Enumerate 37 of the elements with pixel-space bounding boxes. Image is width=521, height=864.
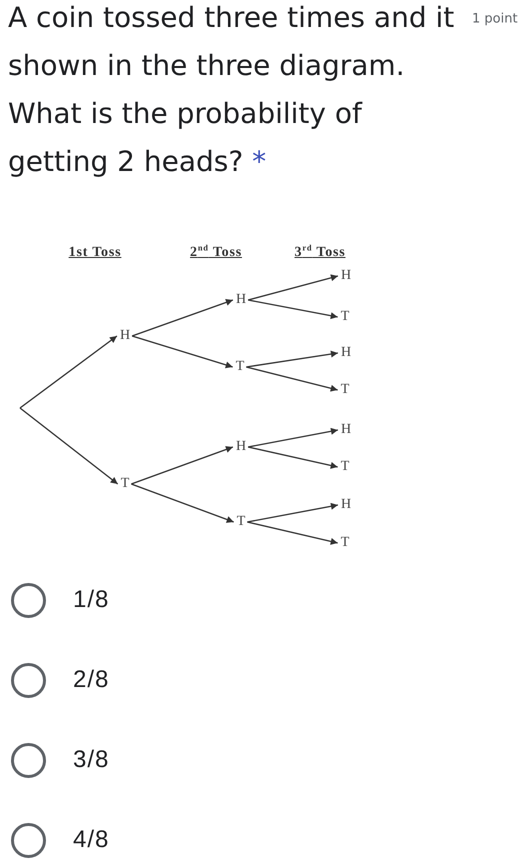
points-value: 1 point bbox=[472, 12, 518, 26]
question-text: A coin tossed three times and it shown in the three diagram. What is the probability of getting 2 heads? * bbox=[8, 1, 454, 178]
arrow bbox=[20, 335, 118, 409]
answer-option: 3/8 bbox=[73, 748, 110, 772]
arrow bbox=[248, 446, 338, 469]
arrow bbox=[247, 502, 338, 523]
outcome-letter: H bbox=[340, 423, 352, 437]
outcome-letter: T bbox=[236, 515, 246, 529]
arrow bbox=[20, 407, 118, 485]
answer-option: 1/8 bbox=[73, 588, 110, 612]
outcome-letter: H bbox=[340, 269, 352, 283]
arrow bbox=[248, 428, 338, 448]
arrow bbox=[247, 521, 338, 545]
arrow bbox=[246, 350, 338, 368]
outcome-letter: H bbox=[340, 498, 352, 512]
outcome-letter: T bbox=[120, 477, 130, 491]
arrow bbox=[131, 483, 234, 523]
arrow bbox=[132, 335, 233, 368]
arrow bbox=[248, 299, 338, 320]
column-heading: 2$^{nd}$ Toss bbox=[190, 246, 242, 260]
outcome-letter: T bbox=[340, 536, 350, 550]
arrow bbox=[132, 299, 234, 337]
outcome-letter: H bbox=[120, 329, 130, 343]
column-heading: 1st Toss bbox=[68, 246, 122, 260]
outcome-letter: T bbox=[340, 460, 350, 474]
arrow bbox=[246, 366, 338, 392]
arrow bbox=[131, 446, 234, 485]
answer-option: 2/8 bbox=[73, 668, 110, 692]
outcome-letter: T bbox=[340, 383, 350, 397]
outcome-letter: H bbox=[340, 346, 352, 360]
answer-option: 4/8 bbox=[73, 828, 110, 852]
outcome-letter: T bbox=[236, 360, 244, 374]
outcome-letter: H bbox=[236, 293, 246, 307]
arrow bbox=[248, 274, 338, 301]
outcome-letter: H bbox=[236, 440, 246, 454]
outcome-letter: T bbox=[340, 310, 350, 324]
column-heading: 3$^{rd}$ Toss bbox=[294, 246, 346, 260]
